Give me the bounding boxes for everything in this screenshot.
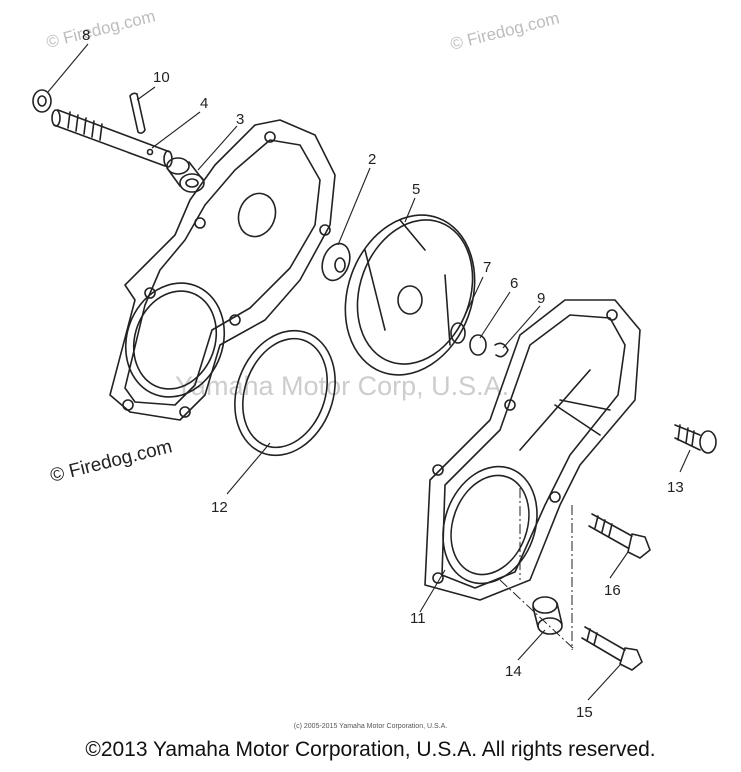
callout-5: 5 [412, 181, 420, 198]
part-11-cover [424, 299, 641, 601]
callout-15: 15 [576, 704, 593, 721]
part-16-bolt [588, 513, 651, 559]
part-6-washer [469, 334, 487, 356]
part-5-gear [344, 214, 476, 376]
centerline-14 [499, 579, 576, 651]
callout-8: 8 [82, 27, 90, 44]
watermark-mid-left: © Firedog.com [48, 436, 174, 487]
watermark-top-right: © Firedog.com [448, 8, 561, 53]
callout-4: 4 [200, 95, 208, 112]
part-10-pin [129, 92, 146, 134]
part-9-clip [494, 342, 509, 358]
callout-7: 7 [483, 259, 491, 276]
callout-6: 6 [510, 275, 518, 292]
part-left-cover [109, 119, 336, 421]
callout-3: 3 [236, 111, 244, 128]
part-12-seal [234, 329, 336, 457]
part-8-washer [32, 89, 52, 113]
callout-13: 13 [667, 479, 684, 496]
part-2-bearing [321, 242, 351, 282]
callout-10: 10 [153, 69, 170, 86]
footer-small-copyright: (c) 2005-2015 Yamaha Motor Corporation, … [293, 723, 448, 730]
callout-2: 2 [368, 151, 376, 168]
part-13-screw [674, 424, 717, 454]
callout-16: 16 [604, 582, 621, 599]
part-7-washer [450, 322, 466, 344]
footer-copyright: ©2013 Yamaha Motor Corporation, U.S.A. A… [85, 738, 656, 761]
watermark-center: Yamaha Motor Corp, U.S.A. [175, 371, 509, 401]
part-3-bushing [166, 157, 205, 193]
watermark-top-left: © Firedog.com [44, 6, 157, 51]
callout-9: 9 [537, 290, 545, 307]
leader-lines [47, 43, 691, 701]
part-14-dowel [532, 596, 563, 635]
part-4-shaft [51, 109, 173, 168]
callout-14: 14 [505, 663, 522, 680]
callout-11: 11 [410, 610, 426, 627]
callout-12: 12 [211, 499, 228, 516]
part-15-bolt [581, 626, 643, 671]
